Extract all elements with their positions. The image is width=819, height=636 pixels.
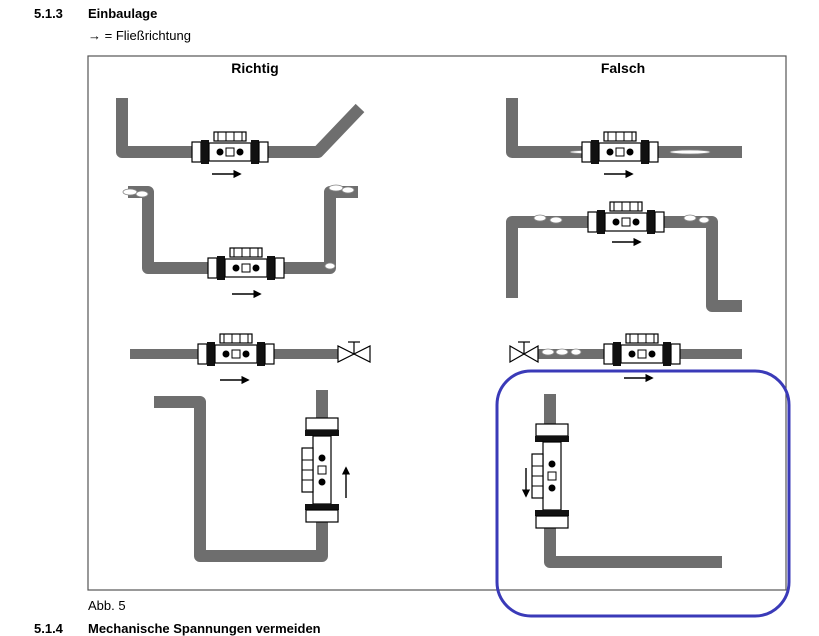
pipe-correct-4-outer: [154, 396, 328, 562]
column-heading-wrong: Falsch: [600, 60, 646, 76]
water-meter-wrong-4: [531, 423, 570, 529]
water-meter-wrong-3: [603, 333, 681, 367]
section-number: 5.1.3: [34, 6, 63, 21]
highlight-annotation: [495, 369, 791, 618]
section-number: 5.1.4: [34, 621, 63, 636]
pipe-wrong-2: [506, 216, 742, 312]
pipe-wrong-1: [506, 98, 742, 158]
figure-frame: [87, 55, 787, 591]
column-heading-correct: Richtig: [231, 60, 279, 76]
water-meter-correct-2: [207, 247, 285, 281]
water-meter-wrong-1: [581, 131, 659, 165]
section-title: Einbaulage: [88, 6, 158, 21]
section-title: Mechanische Spannungen vermeiden: [88, 621, 321, 636]
water-meter-correct-3: [197, 333, 275, 367]
flow-direction-legend: → = Fließrichtung: [88, 28, 191, 43]
pipe-wrong-4-bottom: [544, 520, 722, 568]
water-meter-wrong-2: [587, 201, 665, 235]
figure-caption: Abb. 5: [88, 598, 126, 613]
water-meter-correct-4: [301, 417, 340, 523]
water-meter-correct-1: [191, 131, 269, 165]
